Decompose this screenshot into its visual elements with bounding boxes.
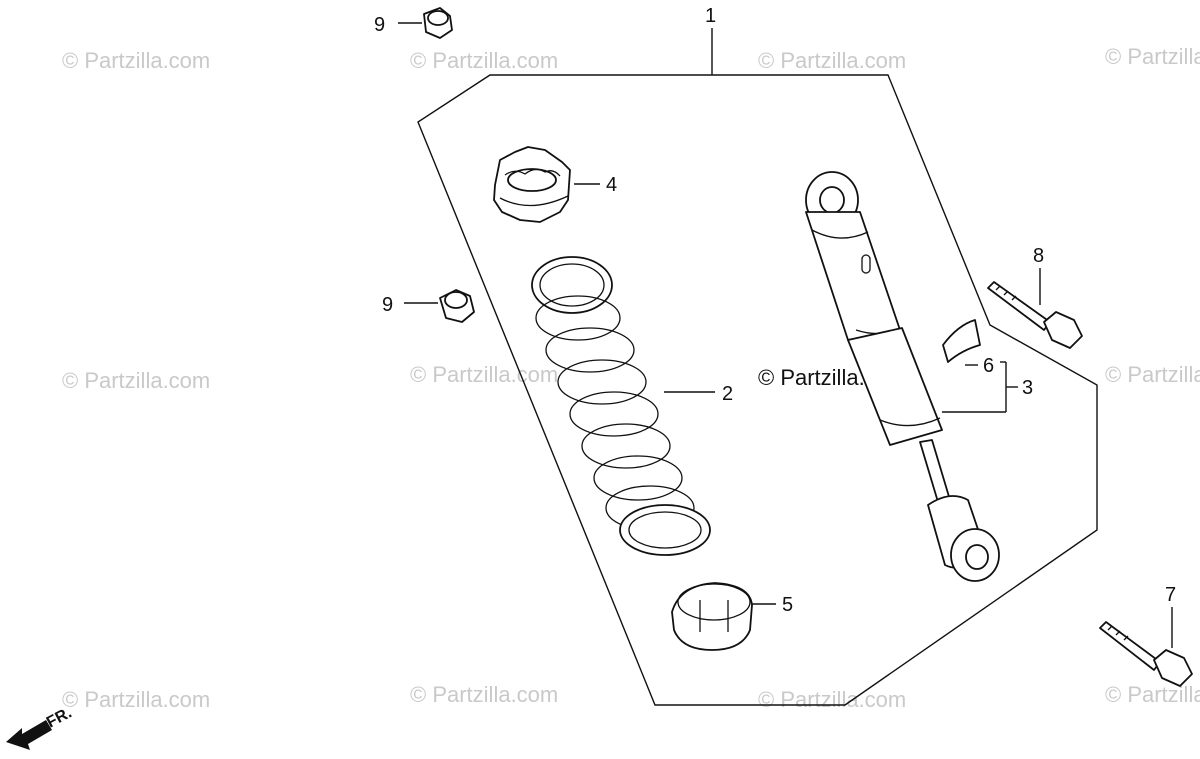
callout-label: 3 <box>1022 377 1033 399</box>
watermark-text: © Partzilla.com <box>62 48 210 73</box>
callout-5[interactable]: 5 <box>782 594 793 616</box>
front-direction-indicator: FR. <box>6 704 75 750</box>
watermark-text: © Partzilla.com <box>410 362 558 387</box>
callout-label: 4 <box>606 174 617 196</box>
callout-7[interactable]: 7 <box>1165 584 1176 606</box>
callout-label: 9 <box>374 14 385 36</box>
callout-9-upper[interactable]: 9 <box>374 14 385 36</box>
callout-label: 2 <box>722 383 733 405</box>
callout-3[interactable]: 3 <box>1022 377 1033 399</box>
watermark-text: © Partzilla.com <box>1105 362 1200 387</box>
watermark-text: © Partzilla.com <box>1105 44 1200 69</box>
watermark-text: © Partzilla.com <box>62 687 210 712</box>
callout-4[interactable]: 4 <box>606 174 617 196</box>
callout-label: 9 <box>382 294 393 316</box>
spring-seat-lower[interactable] <box>671 582 776 651</box>
upper-mounting-bolt[interactable] <box>987 268 1083 349</box>
watermark-text: © Partzilla.com <box>1105 682 1200 707</box>
arrow-left-icon <box>6 720 52 750</box>
lower-mounting-bolt[interactable] <box>1099 607 1193 687</box>
callout-label: 6 <box>983 355 994 377</box>
callout-2[interactable]: 2 <box>722 383 733 405</box>
callout-8[interactable]: 8 <box>1033 245 1044 267</box>
watermark-text: © Partzilla.com <box>758 687 906 712</box>
callout-6[interactable]: 6 <box>983 355 994 377</box>
nut-upper[interactable] <box>398 7 453 39</box>
callout-label: 5 <box>782 594 793 616</box>
shock-label[interactable] <box>942 319 981 366</box>
spring-seat-stopper[interactable] <box>493 146 600 223</box>
callout-1[interactable]: 1 <box>705 5 716 75</box>
watermark-text: © Partzilla.com <box>758 48 906 73</box>
callout-label: 7 <box>1165 584 1176 606</box>
callout-9-lower[interactable]: 9 <box>382 294 393 316</box>
shock-absorber[interactable] <box>805 171 1018 582</box>
watermark-layer: © Partzilla.com © Partzilla.com © Partzi… <box>62 44 1200 712</box>
shock-spring[interactable] <box>531 256 715 556</box>
watermark-text: © Partzilla.com <box>410 682 558 707</box>
callout-label: 8 <box>1033 245 1044 267</box>
watermark-text: © Partzilla.com <box>62 368 210 393</box>
assembly-boundary <box>417 74 1098 706</box>
nut-lower[interactable] <box>404 289 475 323</box>
watermark-text: © Partzilla.com <box>410 48 558 73</box>
callout-label: 1 <box>705 5 716 27</box>
